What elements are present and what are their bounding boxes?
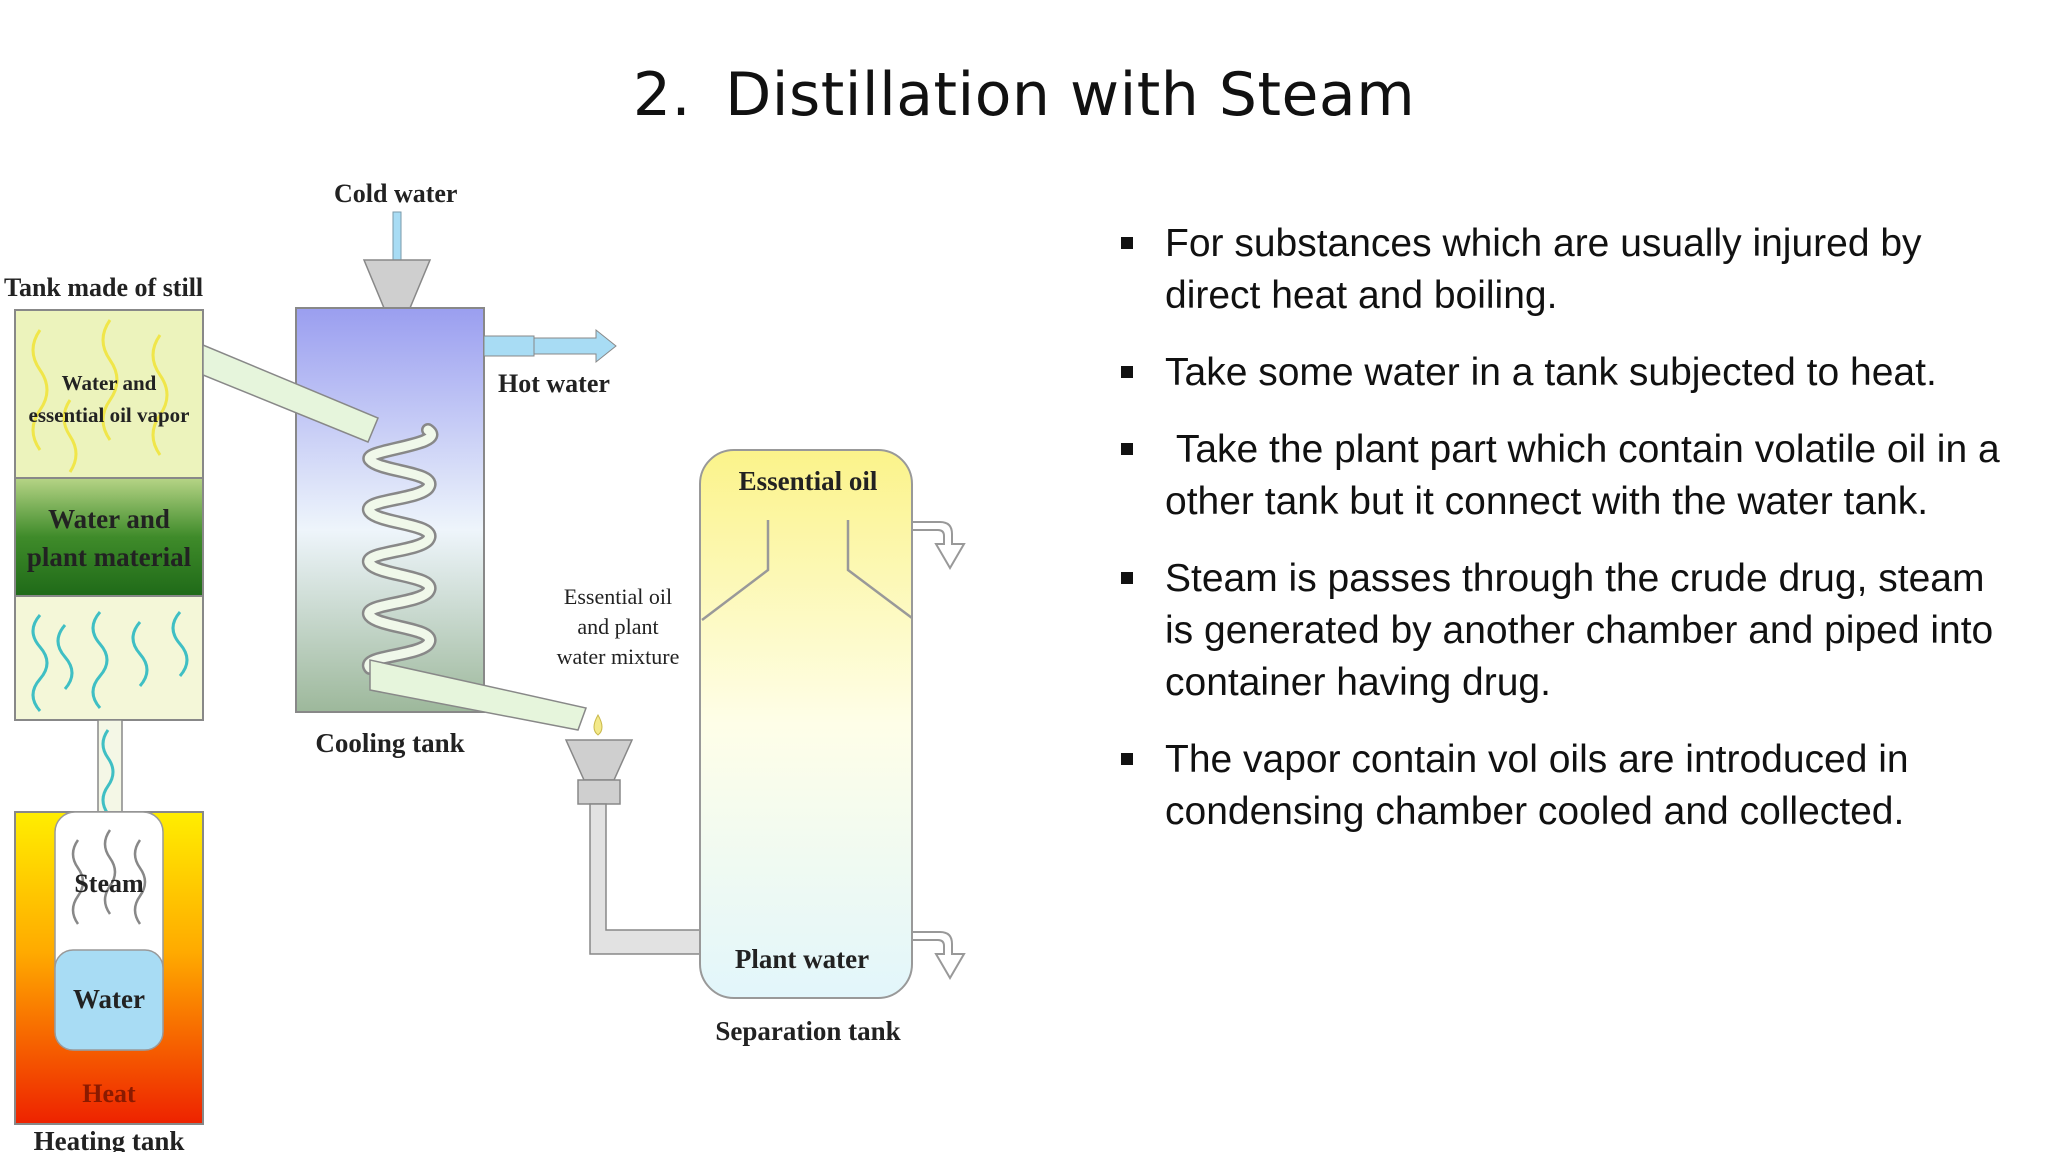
bullet-list: For substances which are usually injured… — [1115, 218, 2015, 863]
label-mixture-2: and plant — [577, 614, 658, 639]
bullet-text: Steam is passes through the crude drug, … — [1165, 557, 1994, 704]
label-plant-water: Plant water — [735, 944, 869, 974]
separation-tank-body — [699, 449, 913, 999]
steam-squiggles — [31, 611, 189, 712]
hot-water-pipe — [483, 335, 535, 357]
cold-water-funnel — [362, 259, 432, 309]
label-tank-made-of-still: Tank made of still — [4, 273, 203, 302]
still-tank-steam-zone — [14, 595, 204, 721]
label-water-plant-2: plant material — [27, 542, 192, 572]
bullet-text: For substances which are usually injured… — [1165, 222, 1922, 317]
steam-distillation-diagram: Cold water Tank made of still Water and … — [4, 179, 966, 1152]
cooling-tank-body — [295, 307, 485, 713]
title-number: 2. — [632, 60, 692, 130]
bullet-item: Take some water in a tank subjected to h… — [1115, 347, 2015, 399]
receiver-funnel — [564, 739, 634, 781]
heating-tank-water — [54, 949, 164, 1051]
label-heating-tank: Heating tank — [34, 1126, 185, 1152]
still-tank: Tank made of still Water and essential o… — [4, 273, 204, 721]
bullet-item: Steam is passes through the crude drug, … — [1115, 553, 2015, 709]
bullet-item: For substances which are usually injured… — [1115, 218, 2015, 322]
label-cooling-tank: Cooling tank — [315, 728, 464, 758]
receiver-pipe — [589, 803, 701, 955]
bullet-item: The vapor contain vol oils are introduce… — [1115, 734, 2015, 838]
label-heat: Heat — [82, 1079, 136, 1108]
bullet-marker — [1121, 443, 1133, 455]
steam-connector-pipe — [97, 719, 123, 815]
label-water: Water — [73, 984, 145, 1014]
oil-outlet-arrow — [911, 521, 966, 570]
distillate-pipe — [369, 659, 587, 731]
label-separation-tank: Separation tank — [715, 1016, 900, 1046]
label-steam: Steam — [74, 869, 144, 898]
bullet-text: Take the plant part which contain volati… — [1165, 428, 2011, 523]
bullet-item: Take the plant part which contain volati… — [1115, 424, 2015, 528]
cooling-tank: Hot water Cooling tank — [202, 307, 617, 758]
vapor-squiggles — [31, 319, 169, 473]
still-tank-plant-zone — [14, 477, 204, 597]
drip-drop — [593, 713, 603, 736]
vapor-pipe — [202, 343, 379, 443]
bullet-marker — [1121, 572, 1133, 584]
label-hot-water: Hot water — [498, 369, 610, 398]
title-text: Distillation with Steam — [725, 60, 1416, 130]
label-mixture-3: water mixture — [557, 644, 680, 669]
label-essential-oil: Essential oil — [739, 466, 878, 496]
heating-tank: Steam Water Heat Heating tank — [14, 811, 204, 1152]
bullet-marker — [1121, 366, 1133, 378]
bullet-marker — [1121, 753, 1133, 765]
bullet-marker — [1121, 237, 1133, 249]
label-cold-water: Cold water — [334, 179, 457, 208]
mixture-funnel: Essential oil and plant water mixture — [557, 584, 701, 955]
label-water-plant-1: Water and — [48, 504, 170, 534]
label-mixture-1: Essential oil — [564, 584, 672, 609]
label-water-and-vapor-2: essential oil vapor — [29, 403, 190, 427]
bullet-text: Take some water in a tank subjected to h… — [1165, 351, 1937, 394]
bullet-text: The vapor contain vol oils are introduce… — [1165, 738, 1909, 833]
water-outlet-arrow — [911, 931, 966, 980]
slide-title: 2. Distillation with Steam — [0, 60, 2048, 130]
separation-tank: Essential oil Plant water Separation tan… — [699, 449, 966, 1046]
label-water-and-vapor-1: Water and — [62, 371, 157, 395]
hot-water-arrow — [533, 328, 617, 364]
